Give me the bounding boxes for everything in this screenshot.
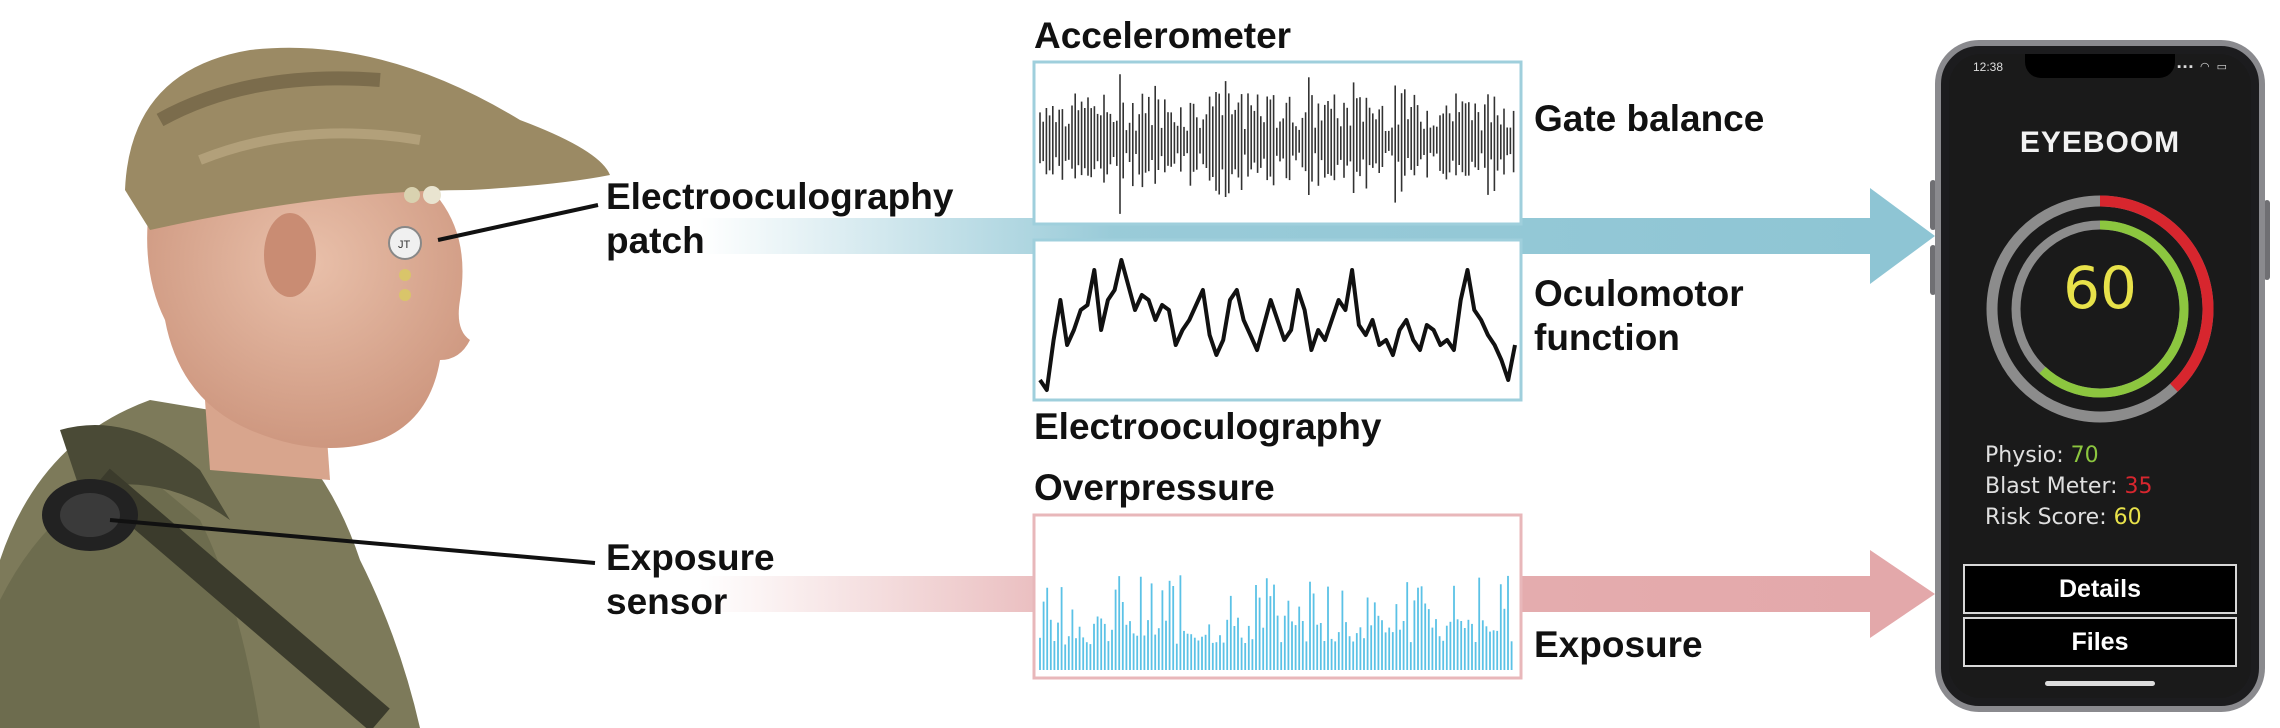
stat-risk-score: Risk Score: 60 [1985, 505, 2142, 530]
electrooculography-signal [1038, 258, 1517, 392]
gauge-red-arc [2099, 195, 2214, 392]
phone-notch [2025, 54, 2175, 78]
files-button[interactable]: Files [1963, 617, 2237, 667]
overpressure-signal [1039, 575, 1513, 670]
risk-gauge [1986, 195, 2214, 423]
phone-screen: 12:38 ▪▪▪ ◠ ▭ EYEBOOM 60 Physio: 70 Blas… [1949, 54, 2251, 698]
electrooculography-panel [1032, 238, 1523, 402]
electrooculography-title: Electrooculography [1034, 406, 1382, 447]
exposure-leader-line [109, 518, 596, 565]
stat-blast-meter: Blast Meter: 35 [1985, 474, 2153, 499]
stats-list: Physio: 70 Blast Meter: 35 Risk Score: 6… [1985, 440, 2153, 533]
eog-patch-device [388, 226, 422, 260]
stat-physio: Physio: 70 [1985, 443, 2099, 468]
home-indicator [2045, 681, 2155, 686]
exposure-sensor-label: Exposure sensor [606, 537, 775, 622]
gate-balance-label: Gate balance [1534, 98, 1765, 139]
power-button [2264, 200, 2270, 280]
gauge-value: 60 [2063, 254, 2137, 322]
volume-down-button [1930, 245, 1936, 295]
exposure-label: Exposure [1534, 624, 1703, 665]
oculomotor-function-label: Oculomotor function [1534, 273, 1744, 358]
overpressure-title: Overpressure [1034, 467, 1275, 508]
eog-patch-text: JT [398, 239, 411, 251]
status-time: 12:38 [1973, 60, 2004, 74]
phone-mockup: 12:38 ▪▪▪ ◠ ▭ EYEBOOM 60 Physio: 70 Blas… [1930, 40, 2270, 712]
eog-leader-line [437, 203, 599, 242]
eog-patch-label: Electrooculography patch [606, 176, 954, 261]
accelerometer-signal [1039, 74, 1515, 214]
volume-up-button [1930, 180, 1936, 230]
soldier-photo: JT [0, 47, 610, 728]
accelerometer-title: Accelerometer [1034, 15, 1292, 56]
details-button[interactable]: Details [1963, 564, 2237, 614]
gauge-green-arc [2039, 220, 2189, 398]
status-icons: ▪▪▪ ◠ ▭ [2177, 61, 2229, 73]
app-title: EYEBOOM [2019, 126, 2181, 159]
